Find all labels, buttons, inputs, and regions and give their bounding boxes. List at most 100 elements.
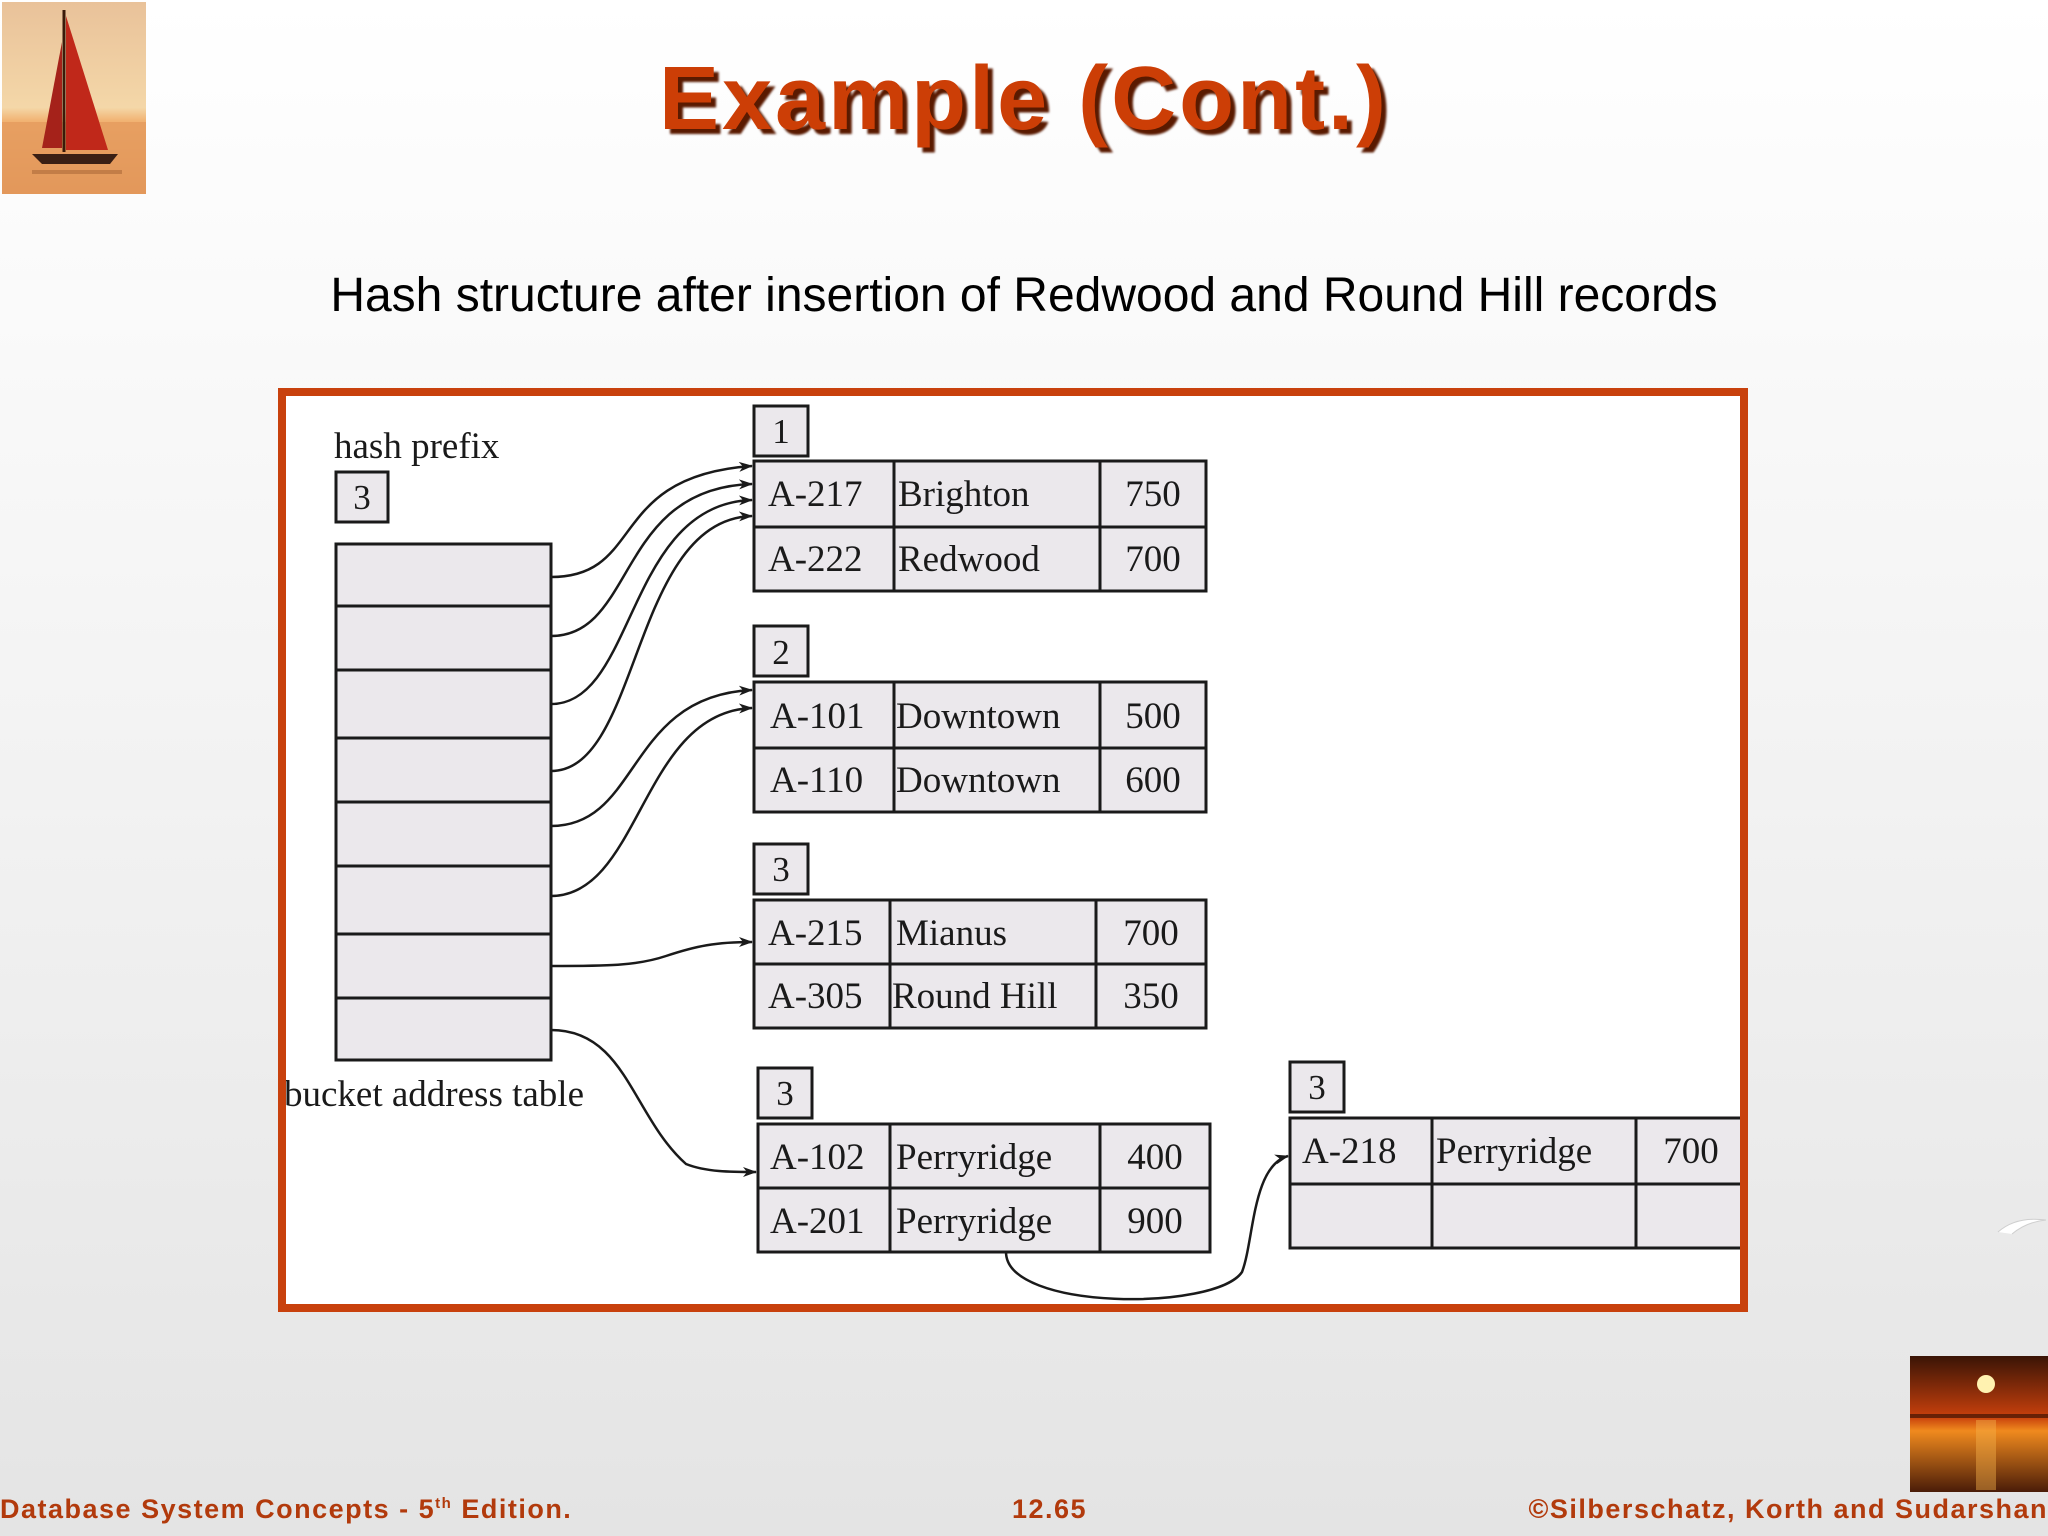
record-balance: 600 [1125, 760, 1181, 801]
record-branch: Round Hill [892, 976, 1058, 1017]
record-cell [1634, 1182, 1740, 1250]
bucket-depth: 3 [772, 850, 790, 889]
record-cell [1288, 1116, 1434, 1186]
bucket-depth-box [752, 404, 810, 458]
record-account: A-201 [770, 1201, 865, 1242]
record-balance: 700 [1123, 913, 1179, 954]
table-entry-010 [334, 668, 553, 740]
table-entry-111 [334, 996, 553, 1062]
pointer-arrow [550, 495, 753, 706]
bucket-2: 2 A-101 Downtown 500 A-110 Downtown 600 [752, 624, 1208, 814]
slide-title: Example (Cont.) [658, 49, 1390, 149]
record-account: A-222 [768, 539, 863, 580]
bucket-address-table [334, 542, 553, 1062]
record-cell [756, 1122, 892, 1190]
record-balance: 750 [1125, 474, 1181, 515]
record-balance: 700 [1663, 1131, 1719, 1172]
record-cell [1430, 1116, 1638, 1186]
record-balance: 700 [1125, 539, 1181, 580]
table-entry-000 [334, 542, 553, 608]
bucket-depth: 1 [772, 412, 790, 451]
record-account: A-217 [768, 474, 863, 515]
table-entry-001 [334, 604, 553, 672]
record-cell [752, 962, 892, 1030]
record-branch: Brighton [898, 474, 1030, 515]
record-account: A-218 [1302, 1131, 1397, 1172]
table-entry-110 [334, 932, 553, 1000]
record-account: A-102 [770, 1137, 865, 1178]
slide-subtitle: Hash structure after insertion of Redwoo… [330, 269, 1718, 322]
record-branch: Perryridge [896, 1201, 1052, 1242]
record-cell [752, 746, 896, 814]
page-curl-decoration [1997, 1218, 2047, 1235]
pointer-arrow [550, 511, 753, 773]
record-account: A-305 [768, 976, 863, 1017]
global-depth-box [334, 470, 390, 524]
record-cell [1098, 525, 1208, 593]
record-cell [1288, 1182, 1434, 1250]
record-cell [892, 680, 1102, 750]
record-branch: Mianus [896, 913, 1007, 954]
record-cell [888, 1186, 1102, 1254]
sailboat-image [2, 2, 146, 194]
pointer-arrow [550, 479, 753, 638]
bucket-depth-box [1288, 1060, 1346, 1114]
record-cell [1098, 746, 1208, 814]
footer-book-text: Database System Concepts - 5 [0, 1494, 436, 1524]
record-balance: 400 [1127, 1137, 1183, 1178]
pointer-arrow [550, 937, 753, 968]
bucket-3: 3 A-215 Mianus 700 A-305 Round Hill 350 [752, 842, 1208, 1030]
table-entry-011 [334, 736, 553, 804]
bucket-depth-box [752, 842, 810, 896]
record-cell [888, 962, 1098, 1030]
record-branch: Downtown [896, 696, 1060, 737]
hash-prefix-label: hash prefix [334, 426, 500, 467]
bucket-1: 1 A-217 Brighton 750 A-222 Redwood 700 [752, 404, 1208, 593]
pointer-arrow [550, 685, 753, 828]
bucket-depth: 3 [1308, 1068, 1326, 1107]
record-cell [888, 1122, 1102, 1190]
record-cell [1098, 1122, 1212, 1190]
record-branch: Downtown [896, 760, 1060, 801]
record-cell [1634, 1116, 1740, 1186]
pointer-arrow [550, 461, 753, 579]
footer-copyright: ©Silberschatz, Korth and Sudarshan [1528, 1494, 2048, 1524]
table-entry-100 [334, 800, 553, 868]
bucket-depth: 3 [776, 1074, 794, 1113]
pointer-arrow [550, 1028, 757, 1177]
footer-book-title: Database System Concepts - 5th Edition. [0, 1494, 572, 1525]
record-cell [892, 746, 1102, 814]
record-cell [1098, 459, 1208, 529]
global-depth-value: 3 [353, 478, 371, 517]
sunset-image [1910, 1356, 2048, 1492]
record-branch: Redwood [898, 539, 1040, 580]
bucket-4: 3 A-102 Perryridge 400 A-201 Perryridge … [756, 1066, 1212, 1254]
overflow-bucket: 3 A-218 Perryridge 700 [1288, 1060, 1740, 1250]
record-balance: 350 [1123, 976, 1179, 1017]
footer-page-number: 12.65 [1012, 1494, 1088, 1524]
record-cell [1098, 680, 1208, 750]
pointer-arrow [550, 703, 753, 898]
bucket-address-table-label: bucket address table [286, 1074, 584, 1115]
diagram-frame: hash prefix 3 bucket address table [278, 388, 1748, 1312]
record-cell [1094, 962, 1208, 1030]
bucket-depth-box [756, 1066, 814, 1120]
table-entry-101 [334, 864, 553, 936]
overflow-pointer-arrow [1004, 1154, 1289, 1301]
record-balance: 500 [1125, 696, 1181, 737]
footer-edition-word: Edition. [452, 1494, 573, 1524]
extendable-hash-diagram: hash prefix 3 bucket address table [286, 404, 1740, 1301]
record-cell [1094, 898, 1208, 966]
record-account: A-101 [770, 696, 865, 737]
record-balance: 900 [1127, 1201, 1183, 1242]
record-cell [892, 525, 1102, 593]
footer-edition-suffix: th [435, 1495, 453, 1512]
bucket-depth: 2 [772, 633, 790, 672]
table-pointers [550, 461, 757, 1177]
record-cell [1098, 1186, 1212, 1254]
record-cell [1430, 1182, 1638, 1250]
record-account: A-215 [768, 913, 863, 954]
bucket-depth-box [752, 624, 810, 678]
record-branch: Perryridge [896, 1137, 1052, 1178]
record-account: A-110 [770, 760, 863, 801]
